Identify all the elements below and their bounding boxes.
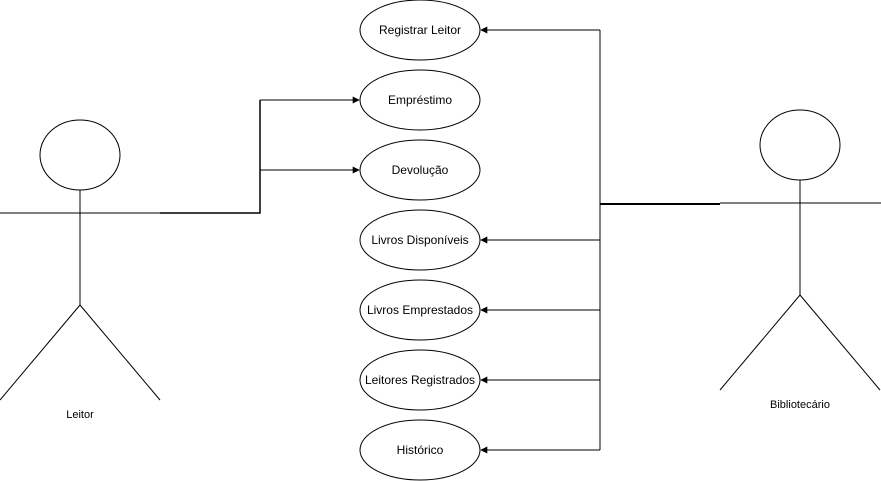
use-case-emprestimo[interactable]: Empréstimo: [359, 69, 481, 131]
use-case-shape: [359, 0, 481, 61]
use-case-shape: [359, 419, 481, 481]
bibliotecario-connectors: [480, 26, 720, 454]
bibliotecario-left-leg: [719, 294, 801, 391]
use-case-livros-emprestados[interactable]: Livros Emprestados: [359, 279, 481, 341]
use-case-devolucao[interactable]: Devolução: [359, 139, 481, 201]
use-case-label: Livros Emprestados: [367, 303, 473, 317]
leitor-right-leg: [79, 304, 161, 401]
use-case-shape: [359, 209, 481, 271]
use-case-historico[interactable]: Histórico: [359, 419, 481, 481]
use-case-label: Registrar Leitor: [379, 23, 461, 37]
bibliotecario-label: Bibliotecário: [770, 399, 830, 411]
bibliotecario-head: [759, 109, 841, 181]
leitor-head: [39, 119, 121, 191]
bibliotecario-right-leg: [799, 294, 881, 391]
use-case-label: Empréstimo: [388, 93, 452, 107]
use-case-shape: [359, 349, 481, 411]
leitor-left-leg: [0, 304, 81, 401]
leitor-trunk: [160, 100, 261, 214]
leitor-connectors: [160, 96, 360, 214]
use-case-shape: [359, 139, 481, 201]
use-case-label: Histórico: [397, 443, 444, 457]
use-case-label: Devolução: [392, 163, 449, 177]
use-case-shape: [359, 69, 481, 131]
use-case-label: Leitores Registrados: [365, 373, 475, 387]
use-case-leitores-registrados[interactable]: Leitores Registrados: [359, 349, 481, 411]
use-case-registrar-leitor[interactable]: Registrar Leitor: [359, 0, 481, 61]
use-case-label: Livros Disponíveis: [371, 233, 468, 247]
actor-bibliotecario[interactable]: Bibliotecário: [719, 109, 881, 411]
use-case-livros-disponiveis[interactable]: Livros Disponíveis: [359, 209, 481, 271]
use-case-shape: [359, 279, 481, 341]
actor-leitor[interactable]: Leitor: [0, 119, 161, 421]
leitor-label: Leitor: [66, 409, 94, 421]
